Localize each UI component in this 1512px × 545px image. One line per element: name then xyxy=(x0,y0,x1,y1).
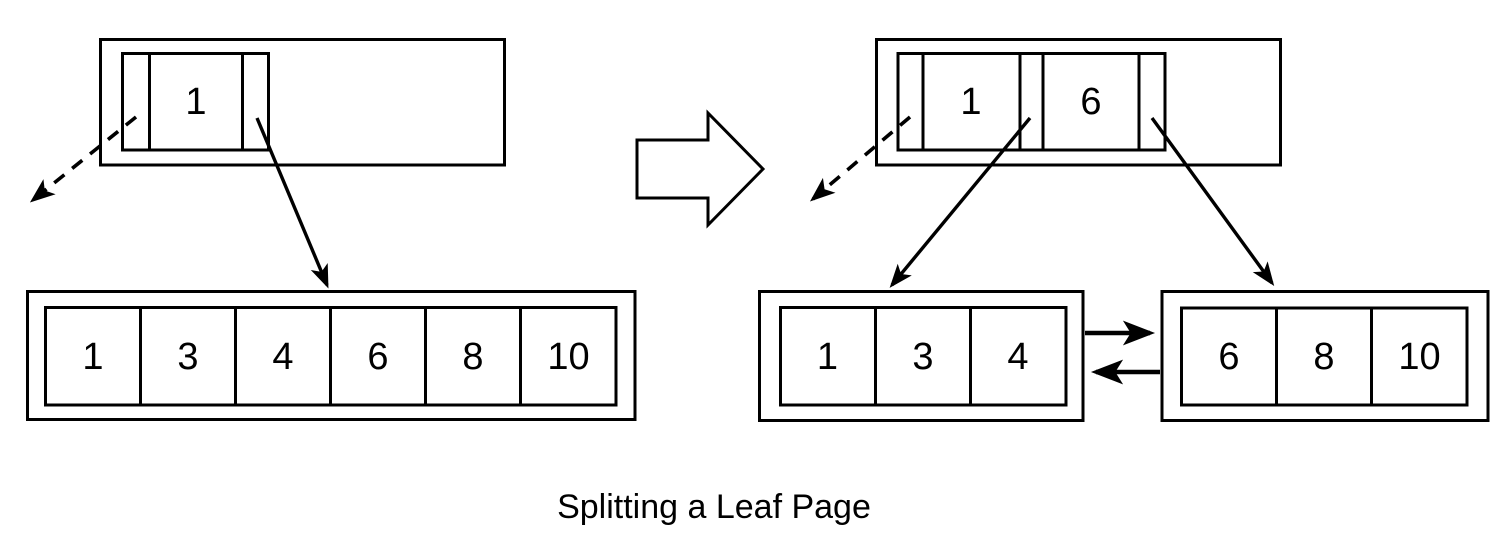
before-leaf-cell: 3 xyxy=(177,336,198,378)
before-leaf-cell: 10 xyxy=(547,336,589,378)
after-parent-key: 6 xyxy=(1080,81,1101,123)
before-parent-key: 1 xyxy=(185,81,206,123)
before-leaf-page: 1 3 4 6 8 10 xyxy=(26,290,637,421)
before-leaf-cell: 1 xyxy=(82,336,103,378)
before-leaf-page-outline xyxy=(26,290,637,421)
before-leaf-cell: 8 xyxy=(462,336,483,378)
after-parent-page: 1 6 xyxy=(875,38,1282,167)
before-diagram: 1 1 3 4 6 8 10 xyxy=(26,38,637,421)
before-parent-slot-area xyxy=(121,52,270,152)
after-right-leaf-cell: 6 xyxy=(1218,336,1239,378)
after-left-leaf-cell: 4 xyxy=(1007,336,1028,378)
after-diagram: 1 6 1 3 4 6 8 10 xyxy=(758,38,1490,422)
before-pointer-arrow-icon xyxy=(255,117,329,289)
after-parent-key: 1 xyxy=(960,81,981,123)
after-left-leaf-cell: 1 xyxy=(817,336,838,378)
before-leaf-cell: 6 xyxy=(367,336,388,378)
after-right-leaf-cell: 8 xyxy=(1313,336,1334,378)
before-parent-page: 1 xyxy=(99,38,506,167)
diagram-caption: Splitting a Leaf Page xyxy=(557,488,871,526)
before-parent-page-outline xyxy=(99,38,506,167)
after-left-leaf-outline xyxy=(758,290,1085,422)
after-left-leaf-cell: 3 xyxy=(912,336,933,378)
after-right-leaf-outline xyxy=(1160,290,1490,422)
transition-arrow-icon xyxy=(635,109,766,229)
after-dashed-sibling-arrow-icon xyxy=(809,115,912,202)
after-pointer-arrow-left-icon xyxy=(889,116,1032,288)
before-leaf-cell: 4 xyxy=(272,336,293,378)
before-dashed-sibling-arrow-icon xyxy=(29,115,138,203)
after-pointer-arrow-right-icon xyxy=(1150,117,1275,287)
after-parent-slot-area xyxy=(896,52,1167,152)
after-right-leaf-page: 6 8 10 xyxy=(1160,290,1490,422)
after-left-leaf-page: 1 3 4 xyxy=(758,290,1085,422)
after-right-leaf-cell: 10 xyxy=(1398,336,1440,378)
after-left-leaf-cell-row xyxy=(779,306,1068,407)
after-parent-page-outline xyxy=(875,38,1282,167)
after-right-leaf-cell-row xyxy=(1180,306,1469,407)
